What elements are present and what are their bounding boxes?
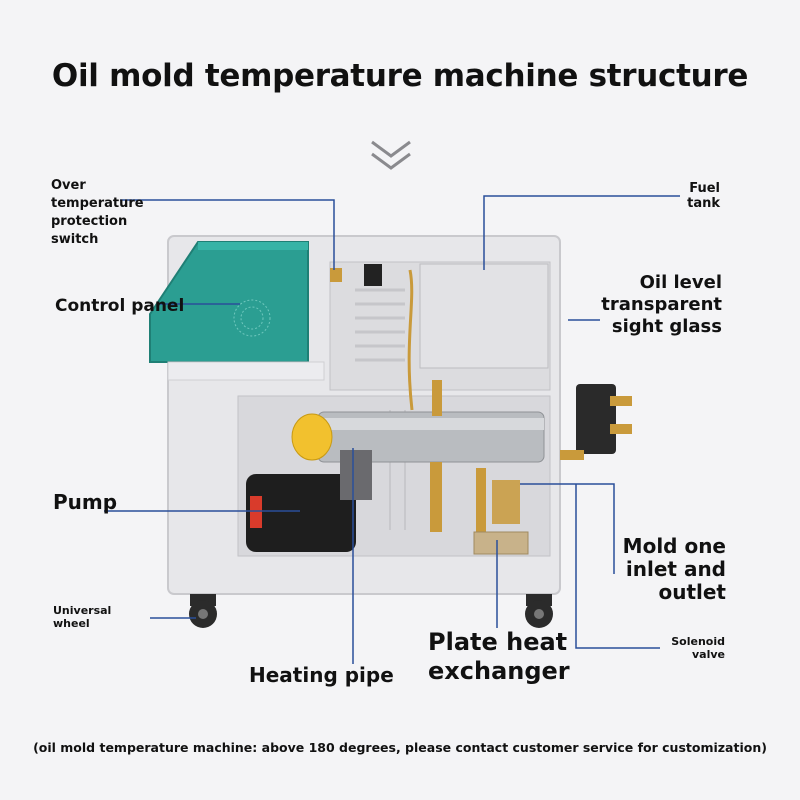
page-title: Oil mold temperature machine structure (51, 58, 749, 94)
label-heating-pipe: Heating pipe (249, 663, 394, 687)
leader-solenoid (575, 484, 660, 649)
label-fuel-tank: Fuel tank (687, 181, 720, 211)
over-temperature-switch (364, 264, 382, 286)
label-universal-wheel: Universal wheel (53, 604, 112, 630)
label-over-temp: Over temperature protection switch (51, 178, 144, 247)
leader-over-temp (120, 199, 335, 270)
plate-heat-exchanger (473, 531, 529, 555)
label-mold-inlet-outlet: Mold one inlet and outlet (622, 534, 726, 604)
label-solenoid-valve: Solenoid valve (671, 635, 725, 661)
leader-mold (520, 483, 615, 574)
solenoid-valve (576, 384, 616, 454)
leader-fuel-tank (483, 195, 680, 270)
heating-pipe-cap (291, 413, 333, 461)
label-plate-heat-exchanger: Plate heat exchanger (428, 628, 570, 685)
footnote: (oil mold temperature machine: above 180… (33, 740, 767, 755)
label-control-panel: Control panel (55, 296, 185, 316)
label-pump: Pump (53, 490, 118, 514)
pump-motor (246, 474, 356, 552)
fuel-tank (419, 263, 549, 369)
double-chevron-down-icon (371, 140, 411, 170)
label-oil-level: Oil level transparent sight glass (601, 272, 722, 337)
